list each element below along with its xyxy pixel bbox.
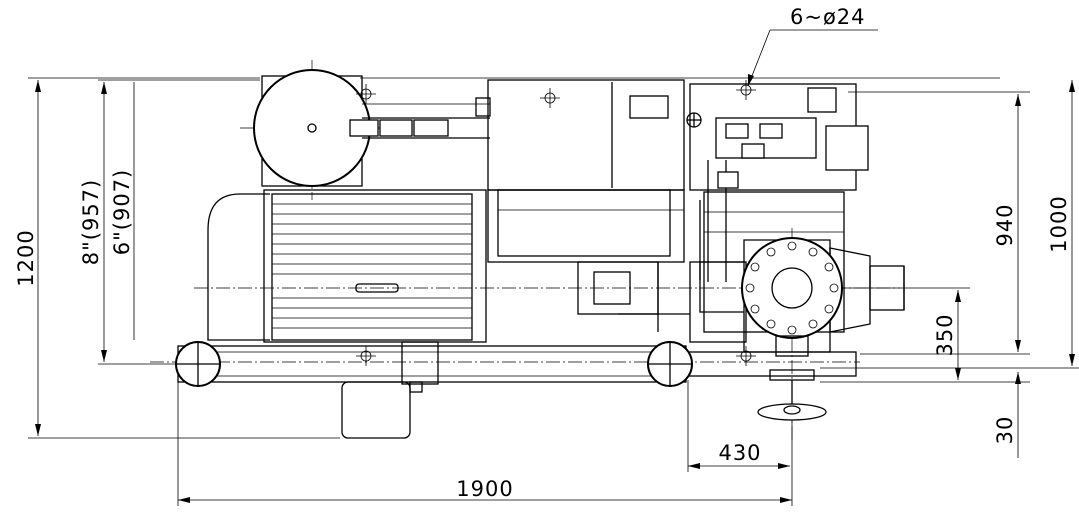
base-frame — [175, 341, 857, 439]
lifting-lug-left — [175, 341, 221, 387]
dim-width-430: 430 — [718, 441, 761, 465]
dim-discharge-6: 6"(907) — [110, 169, 134, 256]
dimension-texts: 6~ø24 1200 8"(957) 6"(907) 940 1000 350 … — [14, 5, 1071, 501]
dim-height-940: 940 — [993, 203, 1017, 246]
handwheel — [757, 403, 827, 421]
dim-height-30: 30 — [993, 416, 1017, 445]
dim-suction-8: 8"(957) — [79, 179, 103, 266]
dim-height-1000: 1000 — [1047, 195, 1071, 252]
flange-bolts — [745, 241, 839, 335]
motor-fins — [272, 203, 472, 329]
dim-length-1900: 1900 — [456, 477, 513, 501]
control-box — [356, 79, 685, 263]
lifting-lug-right — [647, 341, 693, 387]
vacuum-pump — [686, 80, 869, 282]
dimension-lines — [28, 29, 1079, 506]
dim-height-350: 350 — [933, 313, 957, 356]
callout-holes-label: 6~ø24 — [790, 5, 866, 29]
discharge-flange — [741, 237, 843, 339]
vacuum-tank — [253, 69, 490, 187]
main-motor — [207, 189, 487, 343]
main-pump — [699, 237, 905, 421]
dim-overall-height: 1200 — [14, 229, 38, 286]
